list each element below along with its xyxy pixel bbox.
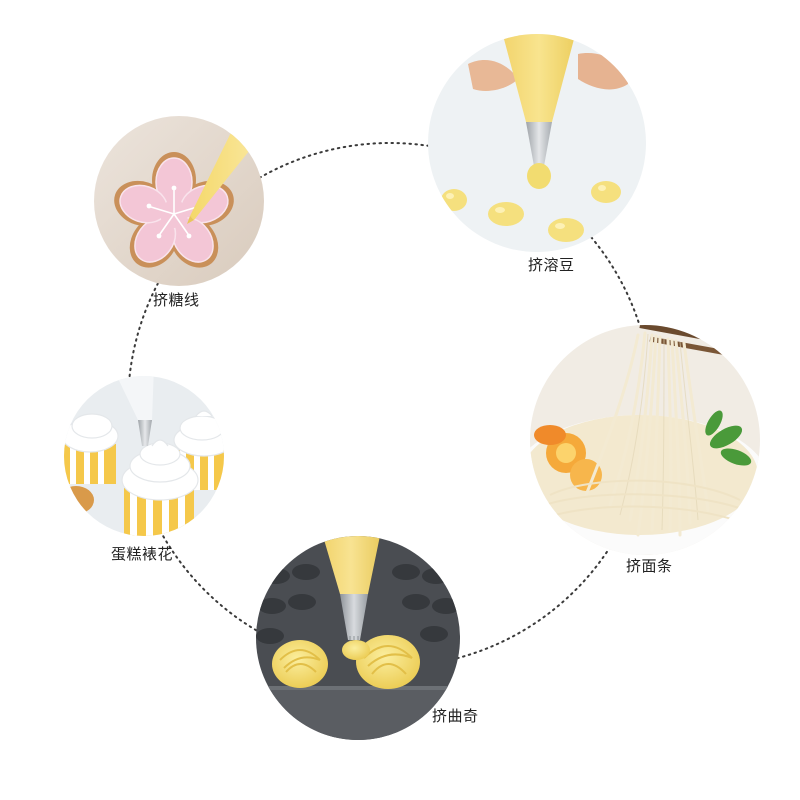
usage-image-icing-lines — [94, 116, 264, 286]
sakura-cookie-icon — [94, 116, 264, 286]
usage-label-cupcake-decor: 蛋糕裱花 — [111, 545, 174, 563]
usage-label-noodles: 挤面条 — [626, 557, 673, 575]
usage-image-noodles — [530, 325, 760, 555]
usage-label-melting-beans: 挤溶豆 — [528, 256, 575, 274]
noodle-bowl-icon — [530, 325, 760, 555]
cupcake-frosting-icon — [64, 376, 224, 536]
usage-image-melting-beans — [428, 34, 646, 252]
usage-image-cookies — [256, 536, 460, 740]
usage-image-cupcake-decor — [64, 376, 224, 536]
usage-label-cookies: 挤曲奇 — [432, 707, 479, 725]
usage-label-icing-lines: 挤糖线 — [153, 291, 200, 309]
melting-bean-drops-icon — [428, 34, 646, 252]
cookie-swirl-icon — [256, 536, 460, 740]
